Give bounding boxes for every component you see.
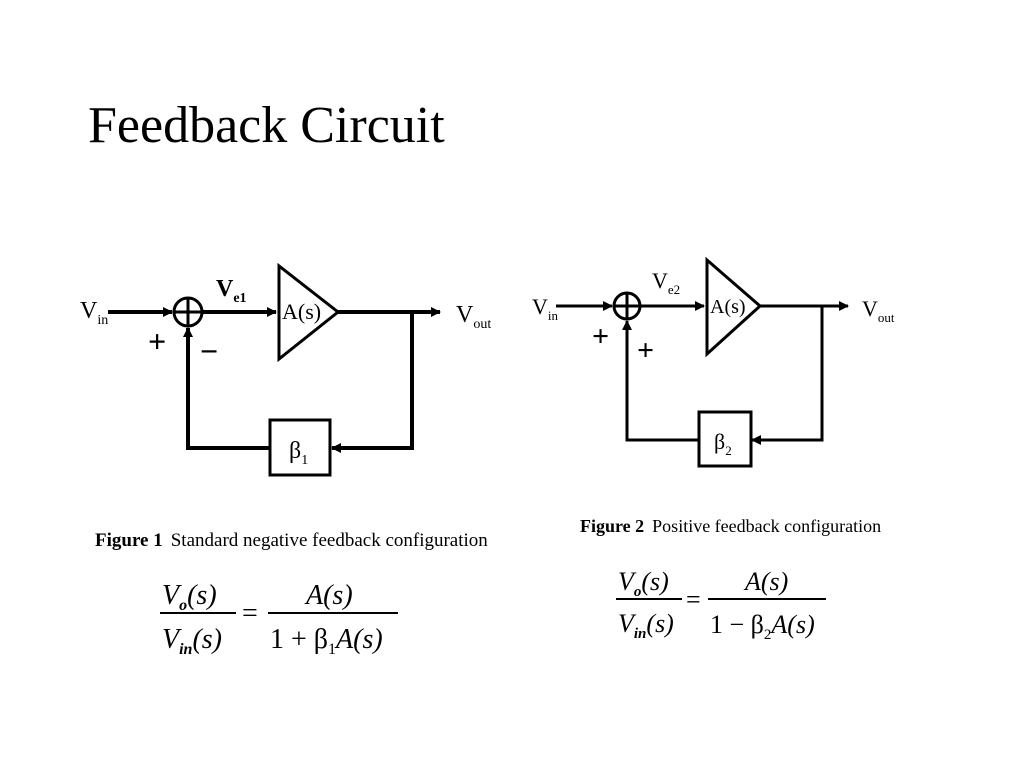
fig1-beta-label: β1 [289, 438, 308, 468]
slide-title: Feedback Circuit [88, 97, 445, 154]
fig1-amplifier-label: A(s) [282, 299, 321, 324]
fig1-transfer-equation: Vo(s) Vin(s) = A(s) 1 + β1A(s) [160, 580, 398, 658]
fig2-beta-label: β2 [714, 429, 732, 458]
fig2-plus-sign-input: + [592, 320, 609, 353]
fig1-plus-sign: + [148, 323, 166, 359]
fig1-vin-label: Vin [80, 298, 108, 328]
fig2-feedback-wire-in [751, 306, 824, 445]
fig1-amplifier [277, 262, 341, 363]
fig2-eq-equals: = [686, 585, 701, 614]
fig1-eq-denominator: Vin(s) [162, 624, 222, 658]
fig1-eq-rhs-numerator: A(s) [304, 580, 353, 611]
fig1-eq-numerator: Vo(s) [162, 580, 217, 614]
fig2-eq-rhs-denominator: 1 − β2A(s) [710, 610, 815, 643]
fig1-minus-sign: − [200, 333, 218, 369]
fig2-amplifier-label: A(s) [710, 296, 746, 318]
fig1-eq-equals: = [242, 598, 258, 629]
fig2-eq-denominator: Vin(s) [618, 609, 674, 642]
fig2-vout-label: Vout [862, 296, 895, 325]
fig1-eq-rhs-denominator: 1 + β1A(s) [270, 624, 383, 658]
fig2-beta-block [697, 410, 753, 468]
fig2-amplifier [705, 256, 763, 358]
fig1-ve-label: Ve1 [216, 276, 247, 306]
fig1-summing-junction [172, 296, 204, 328]
fig2-summing-junction [612, 291, 642, 321]
fig1-vout-label: Vout [456, 302, 491, 332]
fig2-eq-rhs-numerator: A(s) [743, 567, 788, 596]
fig1-beta-block [268, 418, 332, 477]
fig1-feedback-wire-in [331, 312, 414, 453]
fig2-vin-label: Vin [532, 294, 559, 323]
fig1-feedback-wire-out [183, 327, 270, 450]
fig2-feedback-wire-out [622, 320, 699, 442]
fig2-plus-sign-feedback: + [637, 334, 654, 367]
fig2-transfer-equation: Vo(s) Vin(s) = A(s) 1 − β2A(s) [616, 567, 826, 643]
fig2-ve-label: Ve2 [652, 268, 680, 297]
fig2-eq-numerator: Vo(s) [618, 567, 669, 600]
